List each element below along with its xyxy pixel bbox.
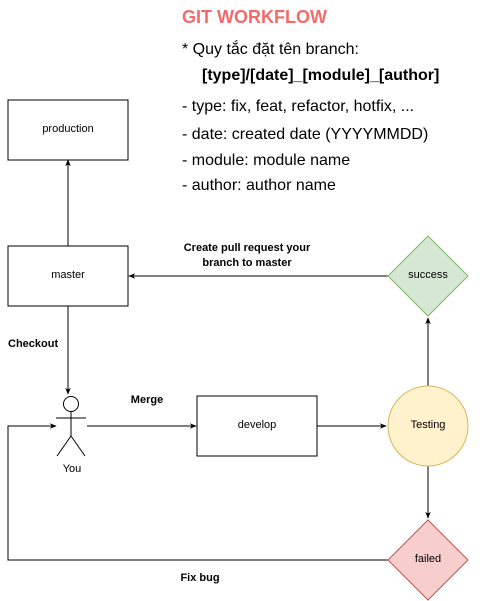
success-diamond[interactable]: [387, 235, 469, 317]
production-box[interactable]: [7, 99, 129, 161]
production-label: production: [42, 123, 94, 135]
pull-request-label-line2: branch to master: [202, 257, 292, 269]
testing-circle[interactable]: [387, 385, 469, 467]
failed-label: failed: [414, 553, 442, 565]
fix-bug-label: Fix bug: [180, 572, 220, 584]
naming-rule-author: - author: author name: [182, 177, 336, 194]
master-box[interactable]: [7, 245, 129, 307]
naming-rule-date: - date: created date (YYYYMMDD): [182, 126, 429, 143]
pull-request-label-line1: Create pull request your: [183, 242, 311, 254]
checkout-label: Checkout: [8, 338, 59, 350]
diagram-title: GIT WORKFLOW: [182, 7, 327, 27]
develop-box[interactable]: [196, 395, 318, 457]
merge-label: Merge: [130, 394, 164, 406]
develop-label: develop: [237, 419, 277, 431]
failed-diamond[interactable]: [387, 519, 469, 601]
naming-rule-heading: * Quy tắc đặt tên branch:: [182, 41, 359, 58]
actor-label: You: [62, 463, 82, 475]
connectors: [7, 159, 431, 561]
testing-label: Testing: [410, 419, 446, 431]
edge-fix-bug: [7, 423, 388, 561]
master-label: master: [51, 269, 85, 281]
actor-you-icon[interactable]: [56, 396, 86, 457]
success-label: success: [408, 269, 448, 281]
naming-rule-pattern: [type]/[date]_[module]_[author]: [202, 67, 440, 84]
naming-rule-type: - type: fix, feat, refactor, hotfix, ...: [182, 98, 415, 115]
naming-rule-module: - module: module name: [182, 152, 351, 169]
